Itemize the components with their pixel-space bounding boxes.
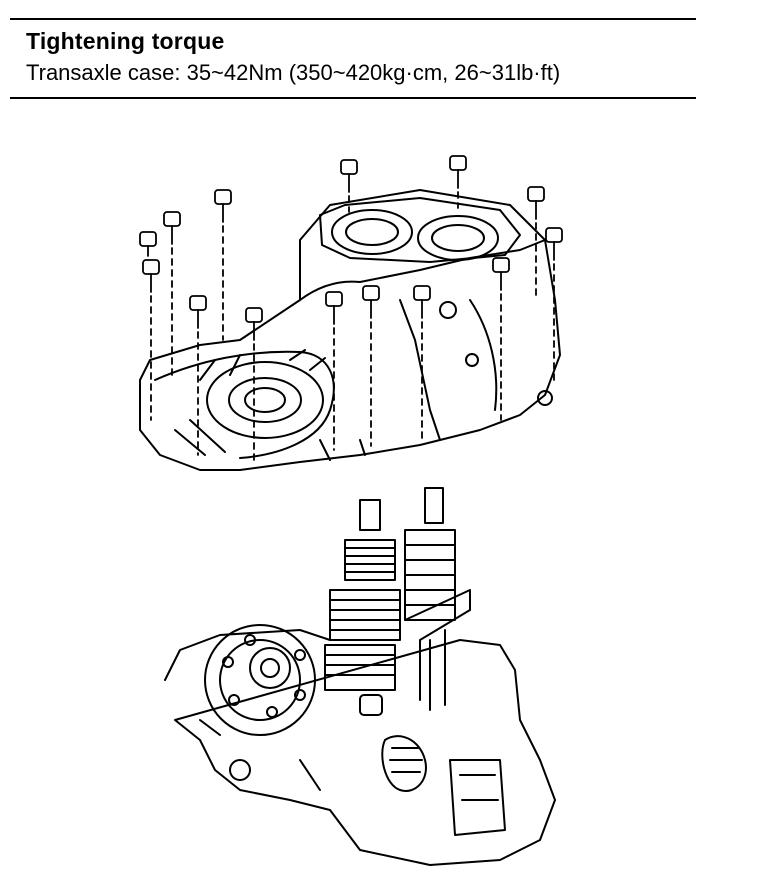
bottom-rule <box>10 97 696 99</box>
bolt <box>449 155 467 209</box>
gear-shaft-assembly <box>324 487 471 716</box>
torque-title: Tightening torque <box>26 28 225 54</box>
bolt <box>545 227 563 386</box>
bolt <box>142 259 160 421</box>
bolt <box>413 285 431 441</box>
bolt <box>492 257 510 421</box>
top-rule <box>10 18 696 20</box>
transaxle-case <box>139 189 561 471</box>
transaxle-exploded-illustration <box>139 155 563 866</box>
bolt <box>163 211 181 381</box>
torque-spec: Transaxle case: 35~42Nm (350~420kg·cm, 2… <box>26 60 561 85</box>
bolt <box>362 285 380 447</box>
bolt <box>189 295 207 456</box>
bolt <box>340 159 358 213</box>
bolt <box>245 307 263 463</box>
bolt <box>325 291 343 451</box>
bolt <box>214 189 232 341</box>
case-bolts <box>139 155 563 463</box>
bolt <box>527 186 545 301</box>
bolt <box>139 231 157 257</box>
clutch-housing <box>164 624 556 866</box>
